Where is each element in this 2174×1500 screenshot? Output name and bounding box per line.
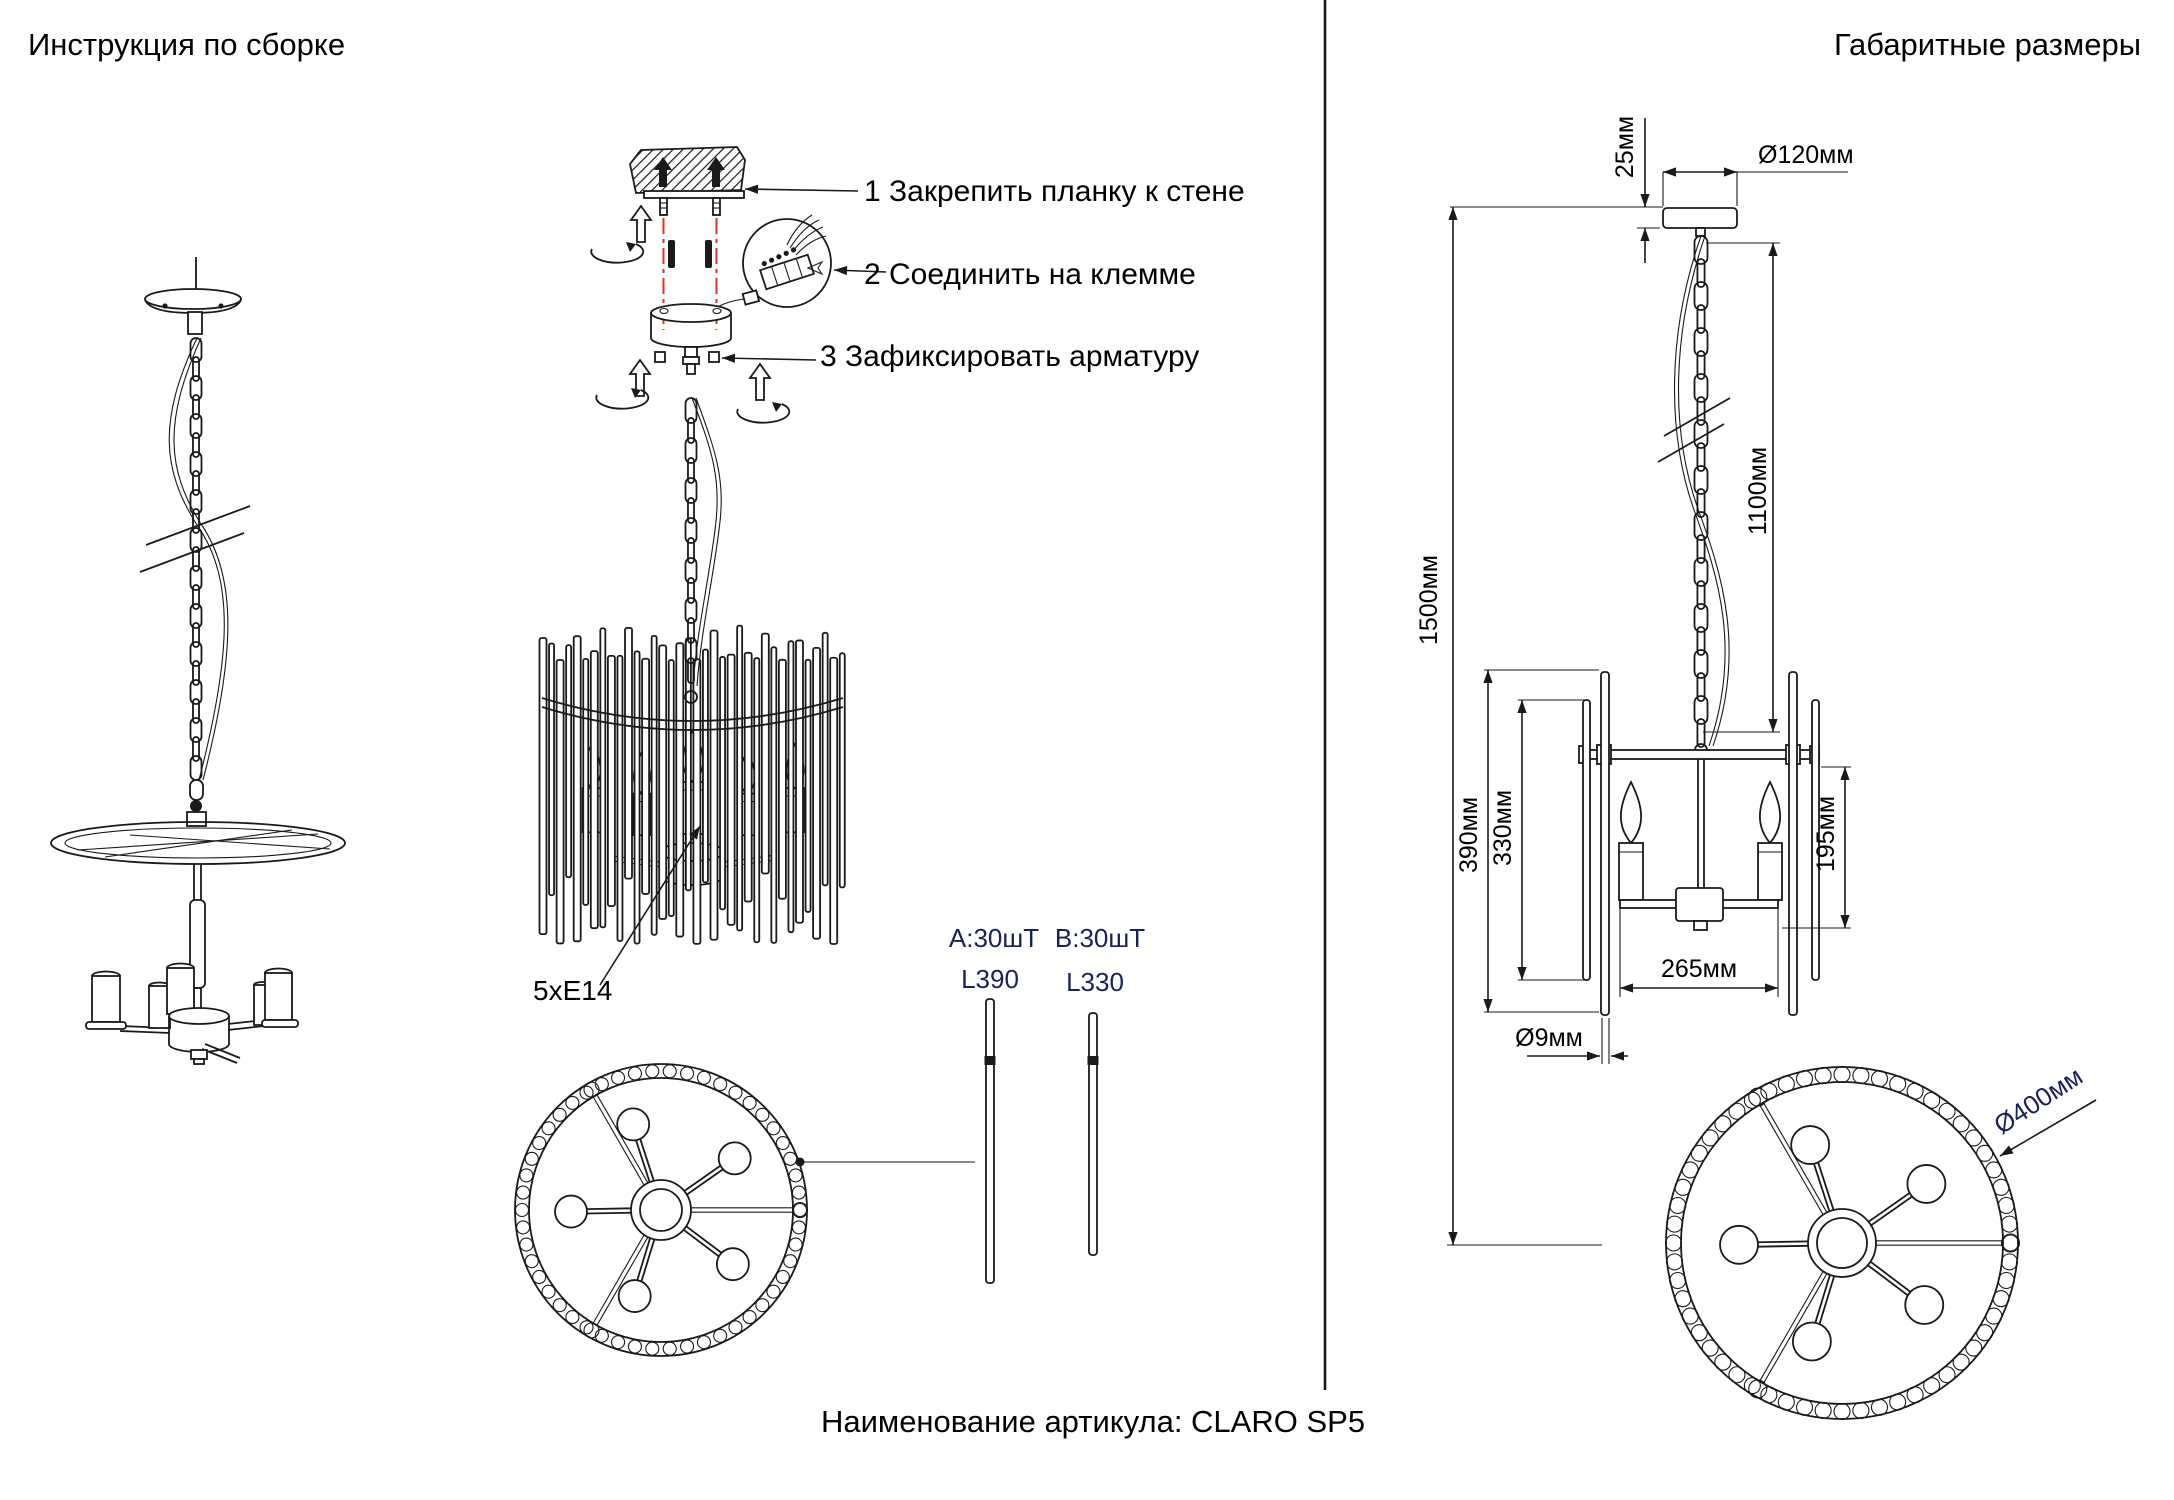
- long-rod: [1600, 671, 1610, 1016]
- terminal-detail-circle: [742, 214, 832, 308]
- rod-b-length-label: L330: [1066, 967, 1124, 997]
- dim-chain-length: 1100мм: [1744, 447, 1772, 535]
- page-title-right: Габаритные размеры: [1834, 27, 2141, 62]
- rotate-up-arrows: [590, 204, 791, 424]
- rod-a: [985, 998, 995, 1284]
- break-mark: [1657, 423, 1725, 463]
- leader-step-1: [744, 184, 859, 194]
- rod-b: [1088, 1012, 1098, 1256]
- short-rod: [1582, 699, 1591, 981]
- dimensions: 1500мм 25мм Ø120мм 1100мм 390мм 330мм: [1415, 116, 1854, 1246]
- short-rod: [1811, 699, 1820, 981]
- step-3-label: 3 Зафиксировать арматуру: [820, 340, 1199, 373]
- dim-canopy-diameter: Ø120мм: [1758, 141, 1854, 169]
- page-title-left: Инструкция по сборке: [28, 27, 345, 62]
- candle-bulb: [1759, 779, 1781, 845]
- rod-a-length-label: L390: [961, 964, 1019, 994]
- left-chain: [189, 337, 203, 781]
- assembly-drawing: 1 Закрепить планку к стене 2 Соединить н…: [590, 146, 1245, 424]
- dim-outer-rod-drop: 390мм: [1455, 797, 1483, 873]
- canopy-cup: [650, 303, 732, 348]
- left-elevation-drawing: [50, 257, 346, 1065]
- candle-frame: [85, 962, 299, 1065]
- dim-canopy-thickness: 25мм: [1611, 116, 1639, 178]
- right-dimension-drawing: 1500мм 25мм Ø120мм 1100мм 390мм 330мм: [1415, 116, 1854, 1246]
- dim-overall-height: 1500мм: [1415, 555, 1443, 645]
- plan-leader: [795, 1157, 975, 1167]
- leader-socket: [599, 825, 701, 986]
- leader-step-2: [833, 265, 887, 276]
- shade-drawing: 5xE14: [533, 397, 846, 1006]
- socket-count-label: 5xE14: [533, 975, 612, 1006]
- dim-inner-rod-drop: 330мм: [1489, 790, 1517, 866]
- break-mark: [1663, 397, 1731, 437]
- plan-view-middle: [514, 1063, 809, 1357]
- dim-rod-diameter: Ø9мм: [1515, 1024, 1583, 1052]
- long-rod: [1788, 671, 1798, 1016]
- step-1-label: 1 Закрепить планку к стене: [864, 175, 1245, 208]
- canopy: [1662, 207, 1738, 229]
- glass-rod-cage: [538, 624, 846, 945]
- article-caption: Наименование артикула: CLARO SP5: [821, 1404, 1365, 1439]
- set-screw: [708, 351, 720, 363]
- dim-body-height: 195мм: [1812, 796, 1840, 872]
- set-screw: [654, 351, 666, 363]
- flat-ring: [50, 821, 346, 865]
- rod-b-qty-label: B:30шТ: [1055, 923, 1145, 953]
- dim-shade-diameter: Ø400мм: [1988, 1061, 2088, 1140]
- candle-bulb: [1620, 779, 1642, 845]
- rod-a-qty-label: A:30шТ: [949, 923, 1039, 953]
- leader-step-3: [721, 353, 817, 363]
- step-2-label: 2 Соединить на клемме: [864, 258, 1196, 291]
- break-mark: [145, 505, 251, 546]
- shade-diameter-callout: Ø400мм: [1988, 1061, 2097, 1157]
- break-mark: [139, 532, 245, 573]
- frame: [1578, 671, 1820, 1016]
- plan-view-right: [1664, 1065, 2021, 1421]
- middle-chain: [684, 397, 698, 684]
- dim-arm-span: 265мм: [1661, 955, 1737, 983]
- hub-box: [1675, 887, 1724, 922]
- ceiling-bracket: [629, 146, 746, 194]
- right-chain: [1693, 235, 1709, 748]
- spare-rods: A:30шТ B:30шТ L390 L330: [949, 923, 1145, 1284]
